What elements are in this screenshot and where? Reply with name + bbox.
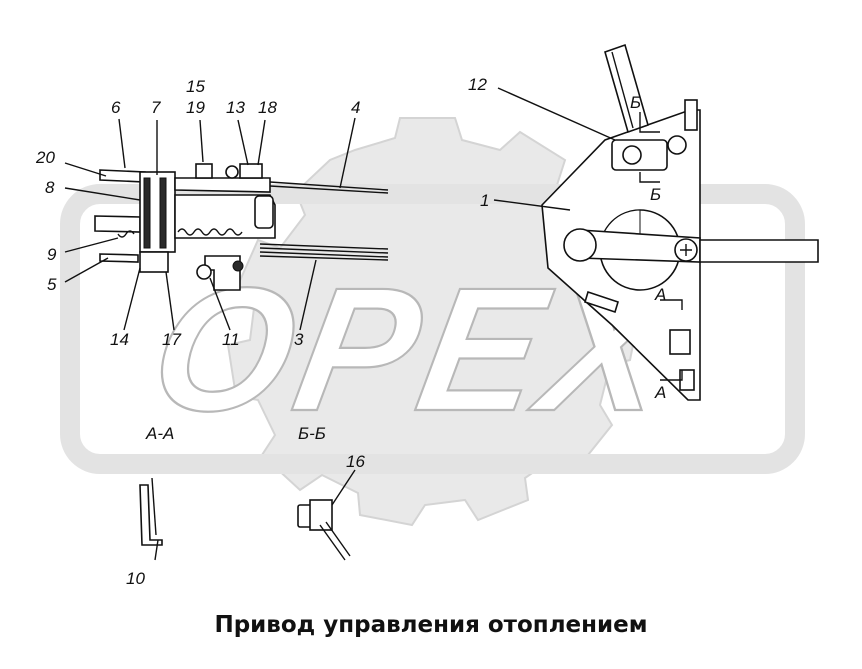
callout-17: 17 [162,330,181,349]
section-labels: А-А Б-Б Б Б А А [145,93,666,443]
detail-10-drawing [139,477,163,546]
figure-caption: Привод управления отоплением [214,612,648,638]
callout-12: 12 [468,75,487,94]
callout-5: 5 [47,275,57,294]
callout-10: 10 [126,569,145,588]
callout-1: 1 [480,191,489,210]
callout-labels: 1 3 4 5 6 7 8 9 10 11 12 13 14 15 16 17 … [35,75,489,588]
section-label-a-a: А-А [145,424,174,443]
callout-11: 11 [222,330,240,349]
section-mark-b-bottom: Б [650,185,661,204]
callout-3: 3 [294,330,304,349]
watermark-frame [60,184,805,474]
callout-20: 20 [35,148,55,167]
callout-19: 19 [186,98,205,117]
left-assembly-drawing [94,163,389,291]
leader-lines [64,87,683,561]
section-mark-a-bottom: А [654,383,666,402]
section-mark-a-top: А [654,285,666,304]
right-mechanism-drawing [541,43,819,401]
section-label-b-b: Б-Б [298,424,326,443]
callout-8: 8 [45,178,55,197]
watermark-gear-icon [226,117,642,527]
callout-15: 15 [186,77,205,96]
callout-6: 6 [111,98,121,117]
section-mark-b-top: Б [630,93,641,112]
callout-14: 14 [110,330,129,349]
callout-9: 9 [47,245,57,264]
detail-16-drawing [297,499,351,561]
callout-13: 13 [226,98,245,117]
callout-7: 7 [151,98,161,117]
callout-4: 4 [351,98,360,117]
callout-16: 16 [346,452,365,471]
callout-18: 18 [258,98,277,117]
